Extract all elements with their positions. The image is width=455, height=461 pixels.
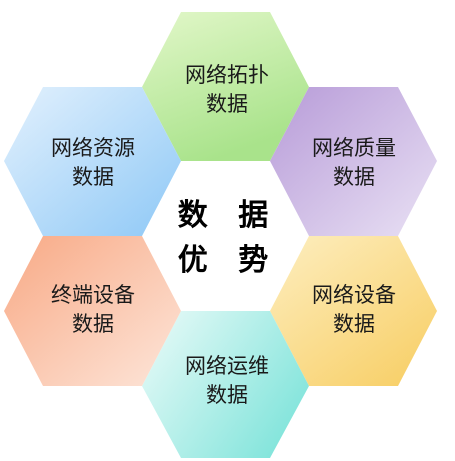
resource-label-line1: 网络资源 bbox=[51, 136, 135, 160]
topology-label-line1: 网络拓扑 bbox=[185, 63, 269, 87]
hexagon-terminal-device-data: 终端设备 数据 bbox=[4, 236, 181, 386]
ops-label-line2: 数据 bbox=[206, 383, 248, 407]
quality-label-line1: 网络质量 bbox=[312, 136, 396, 160]
hexagon-network-topology-data: 网络拓扑 数据 bbox=[142, 12, 309, 161]
terminal-label-line2: 数据 bbox=[72, 312, 114, 336]
hexagon-network-device-data: 网络设备 数据 bbox=[270, 236, 437, 386]
hexagon-network-resource-data: 网络资源 数据 bbox=[4, 87, 181, 236]
center-title-line2: 优 势 bbox=[178, 243, 278, 278]
device-label-line2: 数据 bbox=[333, 312, 375, 336]
center-hexagon: 数 据 优 势 bbox=[142, 161, 309, 311]
device-label-line1: 网络设备 bbox=[312, 283, 396, 307]
topology-label-line2: 数据 bbox=[206, 92, 248, 116]
center-title-line1: 数 据 bbox=[178, 198, 278, 233]
terminal-label-line1: 终端设备 bbox=[51, 283, 135, 307]
quality-label-line2: 数据 bbox=[333, 165, 375, 189]
resource-label-line2: 数据 bbox=[72, 165, 114, 189]
ops-label-line1: 网络运维 bbox=[185, 354, 269, 378]
hexagon-network-ops-data: 网络运维 数据 bbox=[142, 311, 309, 458]
hexagon-network-quality-data: 网络质量 数据 bbox=[270, 87, 437, 236]
